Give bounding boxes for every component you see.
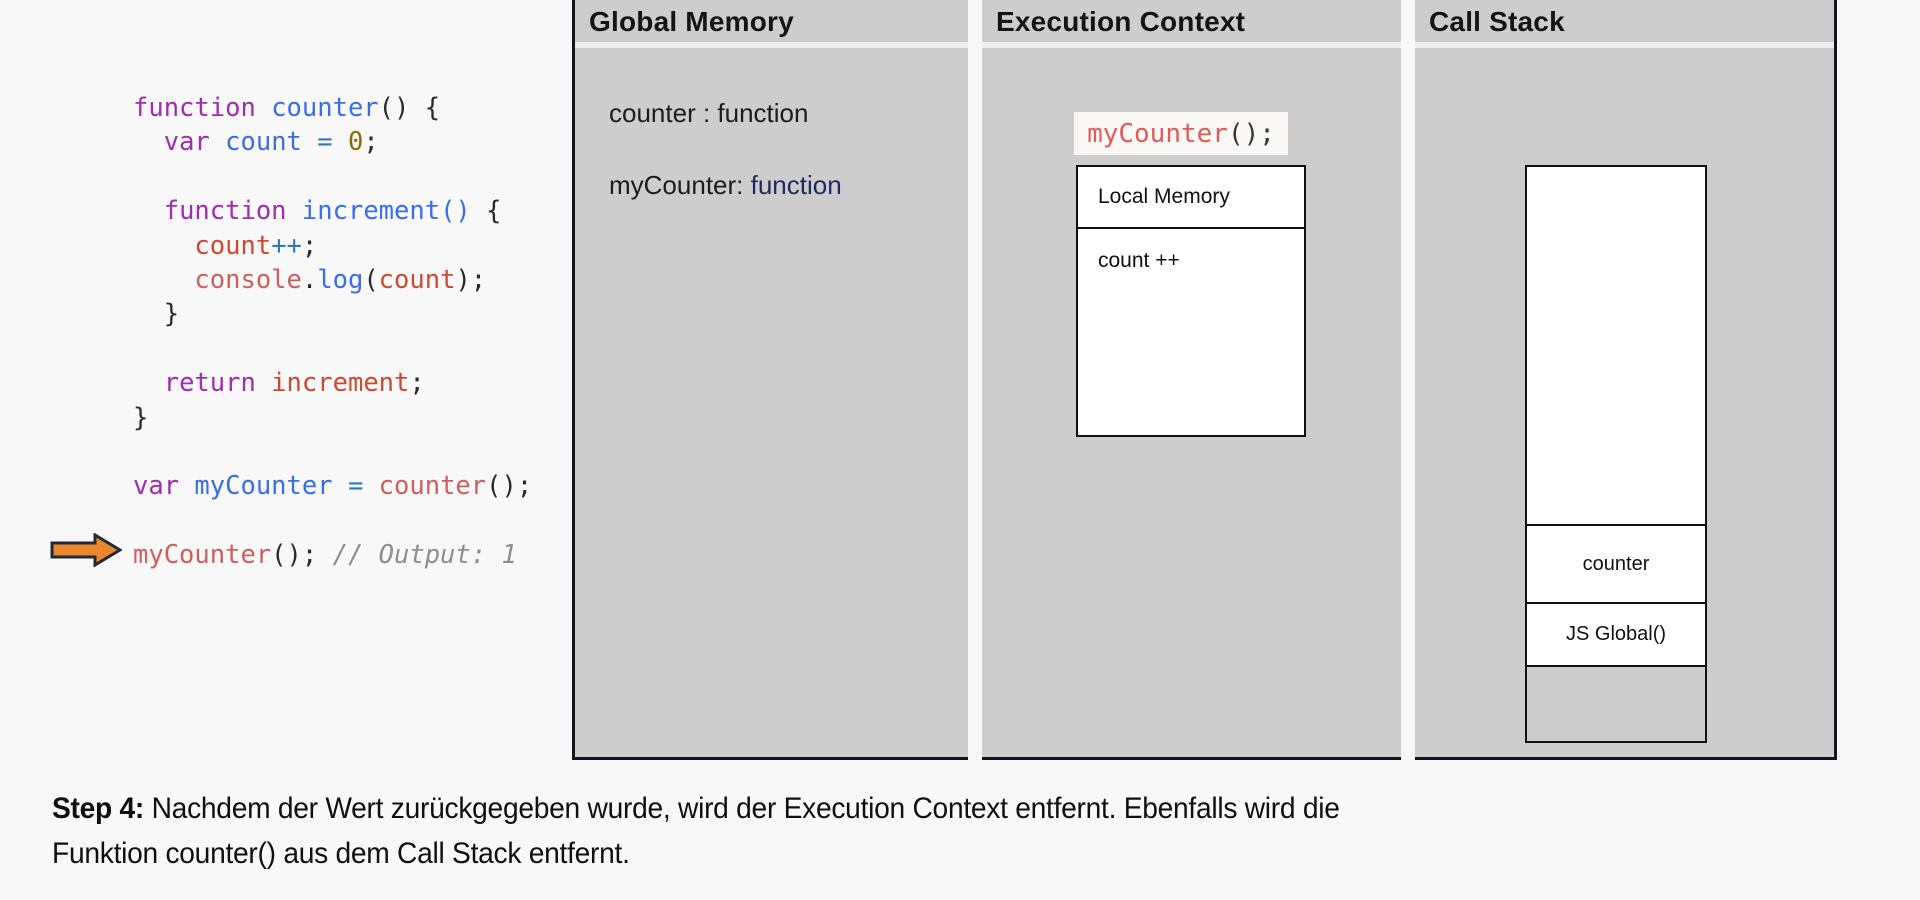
call-stack-frame-counter: counter: [1527, 524, 1705, 602]
execution-context-call-label: myCounter();: [1074, 112, 1288, 155]
call-stack-panel: Call Stack counter JS Global(): [1415, 0, 1837, 760]
local-memory-header: Local Memory: [1078, 167, 1304, 229]
call-stack-empty-space: [1527, 167, 1705, 524]
step-label: Step 4:: [52, 792, 145, 825]
call-stack-frame-jsglobal: JS Global(): [1527, 602, 1705, 665]
execution-context-panel: Execution Context myCounter(); Local Mem…: [982, 0, 1401, 760]
global-memory-entry-counter: counter : function: [609, 98, 809, 128]
local-memory-box: Local Memory count ++: [1076, 165, 1306, 437]
caption-line-2: Funktion counter() aus dem Call Stack en…: [52, 837, 630, 870]
call-stack-title: Call Stack: [1429, 6, 1565, 37]
panel-divider: [575, 42, 968, 48]
local-memory-entry: count ++: [1098, 249, 1180, 272]
code-listing: function counter() { var count = 0; func…: [133, 93, 533, 571]
global-memory-entry-mycounter: myCounter: function: [609, 170, 842, 200]
call-stack-box: counter JS Global(): [1525, 165, 1707, 743]
execution-context-title: Execution Context: [996, 6, 1246, 37]
panel-divider: [982, 42, 1401, 48]
panel-divider: [1415, 42, 1834, 48]
call-stack-frame-empty: [1527, 665, 1705, 741]
current-line-arrow-icon: [50, 533, 122, 567]
caption-line-1: Step 4: Nachdem der Wert zurückgegeben w…: [52, 792, 1340, 825]
global-memory-panel: Global Memory counter : function myCount…: [572, 0, 968, 760]
step-caption: Step 4: Nachdem der Wert zurückgegeben w…: [52, 786, 1518, 876]
global-memory-title: Global Memory: [589, 6, 794, 37]
